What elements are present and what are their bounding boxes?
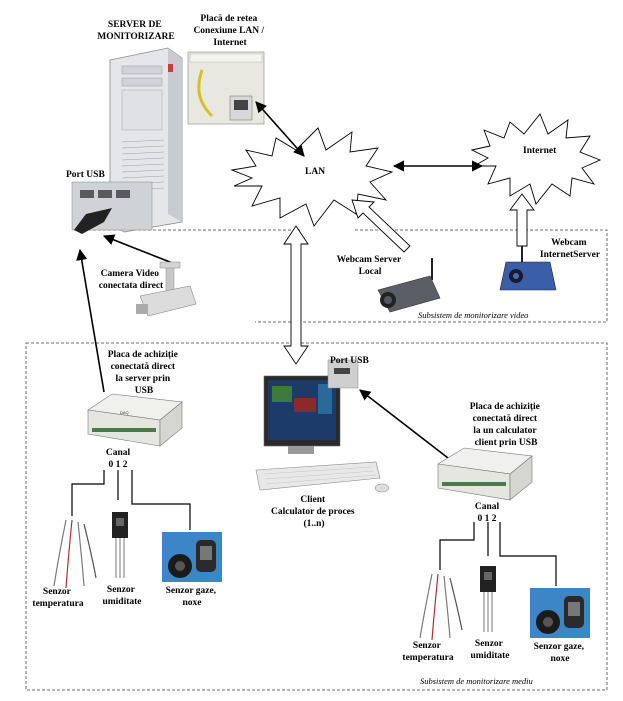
- webcam-local: [377, 258, 441, 313]
- hollow-arrow-lan-client: [283, 225, 309, 365]
- gas-sensor-left: [162, 532, 222, 582]
- daq-client-label: Placa de achiziție conectată direct la u…: [470, 402, 543, 448]
- sensor-wires-left: [71, 470, 191, 530]
- temperature-sensor-right: [419, 573, 463, 641]
- security-camera: [136, 261, 197, 317]
- temp-sensor-right-label: Senzor temperatura: [402, 641, 453, 663]
- webcam-internet-label: Webcam InternetServer: [540, 238, 601, 260]
- arrow-networkcard-lan: [255, 101, 305, 157]
- arrow-camera-usb: [102, 234, 181, 267]
- gas-sensor-right: [530, 588, 590, 638]
- hum-sensor-left-label: Senzor umiditate: [102, 585, 141, 607]
- environment-subsystem-border: [25, 342, 608, 691]
- server-label: SERVER DE MONITORIZARE: [97, 20, 174, 42]
- webcam-internet: [499, 246, 557, 291]
- hum-sensor-right-label: Senzor umiditate: [470, 639, 509, 661]
- daq-server-label: Placa de achiziție conectată direct la s…: [108, 350, 181, 396]
- environment-subsystem-label: Subsistem de monitorizare mediu: [420, 676, 533, 686]
- svg-text:DAQ: DAQ: [120, 410, 129, 415]
- server-usb-port-photo: [71, 181, 153, 234]
- webcam-local-label: Webcam Server Local: [337, 255, 404, 277]
- arrow-daq-server-usb: [76, 248, 105, 393]
- arrow-daq-client-usb: [359, 389, 449, 459]
- gas-sensor-left-label: Senzor gaze, noxe: [166, 586, 219, 608]
- hollow-arrow-webcam-internet: [509, 193, 535, 247]
- temperature-sensor-left: [53, 519, 97, 589]
- lan-label: LAN: [305, 167, 325, 177]
- canal-right-label: Canal: [475, 502, 500, 512]
- camera-video-label: Camera Video conectata direct: [99, 269, 164, 291]
- hollow-arrow-webcam-local-lan: [351, 199, 411, 253]
- internet-cloud: [470, 113, 602, 205]
- client-label: Client Calculator de proces (1..n): [271, 495, 357, 529]
- canal-left-label: Canal: [106, 448, 131, 458]
- gas-sensor-right-label: Senzor gaze, noxe: [534, 642, 587, 664]
- daq-board-server: DAQ: [87, 393, 183, 447]
- temp-sensor-left-label: Senzor temperatura: [32, 587, 83, 609]
- internet-label: Internet: [523, 146, 557, 156]
- daq-board-client: [437, 447, 533, 501]
- humidity-sensor-right: [480, 566, 496, 632]
- video-subsystem-label: Subsistem de monitorizare video: [418, 310, 528, 320]
- client-computer: [255, 359, 390, 493]
- client-usb-port-label: Port USB: [330, 356, 369, 366]
- server-usb-port-label: Port USB: [66, 170, 105, 180]
- channels-right-label: 0 1 2: [478, 514, 497, 524]
- channels-left-label: 0 1 2: [109, 460, 128, 470]
- network-card-photo: [187, 51, 265, 125]
- humidity-sensor-left: [112, 512, 128, 578]
- sensor-wires-right: [439, 522, 557, 586]
- network-card-label: Placă de retea Conexiune LAN / Internet: [193, 14, 266, 48]
